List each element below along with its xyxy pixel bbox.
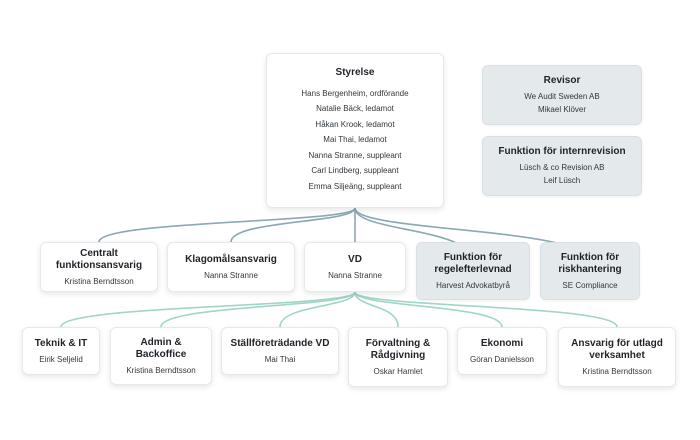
member-item: Håkan Krook, ledamot xyxy=(315,119,395,129)
box-name: SE Compliance xyxy=(562,280,618,290)
member-item: Natalie Bäck, ledamot xyxy=(316,104,394,114)
org-box-regelefterlevnad: Funktion för regelefterlevnad Harvest Ad… xyxy=(416,242,530,300)
box-name: Oskar Hamlet xyxy=(373,366,423,376)
revisor-line: We Audit Sweden AB xyxy=(524,92,600,101)
internrevision-box: Funktion för internrevision Lüsch & co R… xyxy=(482,136,642,196)
styrelse-title: Styrelse xyxy=(335,66,375,78)
org-box-admin-backoffice: Admin & Backoffice Kristina Berndtsson xyxy=(110,327,212,385)
board-connector-line xyxy=(98,207,356,243)
vd-connector-line xyxy=(354,291,503,328)
box-name: Kristina Berndtsson xyxy=(582,366,652,376)
box-name: Mai Thai xyxy=(264,354,296,364)
box-title: Ekonomi xyxy=(480,337,524,349)
box-name: Nanna Stranne xyxy=(328,270,382,280)
member-item: Emma Siljeäng, suppleant xyxy=(308,181,402,191)
box-name: Eirik Seljelid xyxy=(39,354,83,364)
box-title: Klagomålsansvarig xyxy=(185,253,277,265)
org-box-forvaltning-radgivning: Förvaltning & Rådgivning Oskar Hamlet xyxy=(348,327,448,387)
box-title: Funktion för riskhantering xyxy=(558,251,622,275)
revisor-title: Revisor xyxy=(543,75,581,86)
vd-connector-line xyxy=(160,291,356,328)
box-title: VD xyxy=(348,253,362,265)
box-title: Teknik & IT xyxy=(34,337,88,349)
member-item: Carl Lindberg, suppleant xyxy=(311,166,399,176)
member-list: Hans Bergenheim, ordförande Natalie Bäck… xyxy=(301,86,408,195)
board-connector-line xyxy=(230,207,356,243)
styrelse-box: Styrelse Hans Bergenheim, ordförande Nat… xyxy=(266,53,444,208)
org-box-teknik-it: Teknik & IT Eirik Seljelid xyxy=(22,327,100,375)
vd-connector-line xyxy=(354,291,618,328)
internrevision-line: Leif Lüsch xyxy=(543,176,581,185)
box-name: Nanna Stranne xyxy=(204,270,258,280)
org-box-centralt-funktionsansvarig: Centralt funktionsansvarig Kristina Bern… xyxy=(40,242,158,292)
org-box-stallforetradande-vd: Ställföreträdande VD Mai Thai xyxy=(221,327,339,375)
box-name: Kristina Berndtsson xyxy=(126,365,196,375)
org-box-vd: VD Nanna Stranne xyxy=(304,242,406,292)
box-name: Harvest Advokatbyrå xyxy=(436,280,510,290)
box-title: Funktion för regelefterlevnad xyxy=(434,251,512,275)
box-name: Göran Danielsson xyxy=(469,354,535,364)
member-item: Mai Thai, ledamot xyxy=(323,135,387,145)
box-title: Ställföreträdande VD xyxy=(230,337,330,349)
box-title: Förvaltning & Rådgivning xyxy=(365,337,431,361)
org-box-riskhantering: Funktion för riskhantering SE Compliance xyxy=(540,242,640,300)
box-title: Centralt funktionsansvarig xyxy=(55,247,143,271)
member-item: Nanna Stranne, suppleant xyxy=(308,150,402,160)
org-box-ekonomi: Ekonomi Göran Danielsson xyxy=(457,327,547,375)
revisor-line: Mikael Klöver xyxy=(537,105,586,114)
org-box-ansvarig-utlagd-verksamhet: Ansvarig för utlagd verksamhet Kristina … xyxy=(558,327,676,387)
org-box-klagomalsansvarig: Klagomålsansvarig Nanna Stranne xyxy=(167,242,295,292)
box-title: Admin & Backoffice xyxy=(135,336,187,360)
internrevision-title: Funktion för internrevision xyxy=(498,146,626,157)
box-title: Ansvarig för utlagd verksamhet xyxy=(571,337,663,361)
member-item: Hans Bergenheim, ordförande xyxy=(301,88,409,98)
revisor-box: Revisor We Audit Sweden AB Mikael Klöver xyxy=(482,65,642,125)
vd-connector-line xyxy=(354,291,399,328)
vd-connector-line xyxy=(279,291,356,328)
box-name: Kristina Berndtsson xyxy=(64,276,134,286)
vd-connector-line xyxy=(60,291,356,328)
internrevision-line: Lüsch & co Revision AB xyxy=(519,163,605,172)
